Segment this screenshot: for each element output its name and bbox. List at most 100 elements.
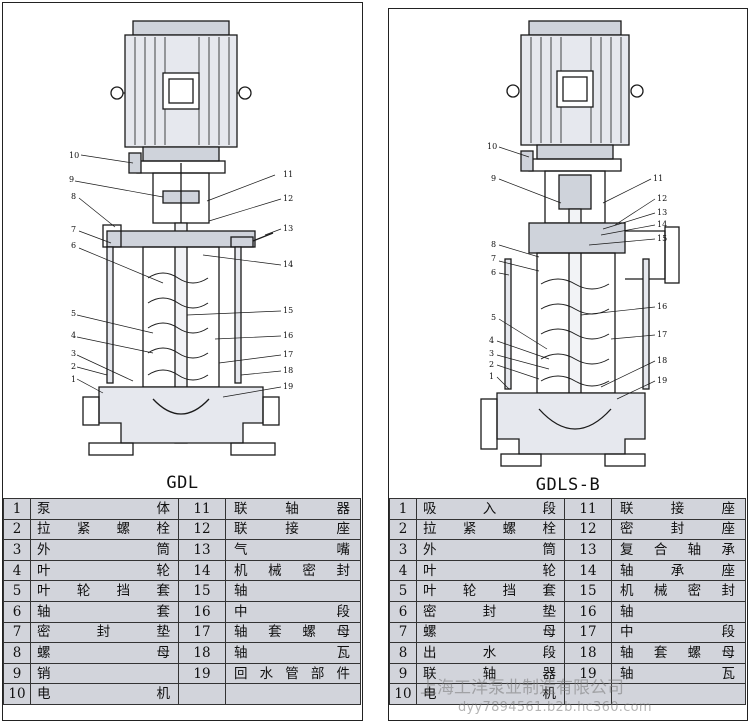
part-name: 销	[30, 662, 179, 685]
part-name: 螺母	[416, 621, 565, 644]
part-number: 12	[178, 518, 226, 541]
gdl-model-caption: GDL	[166, 473, 199, 493]
part-name: 轴套	[30, 600, 179, 623]
part-name: 复合轴承	[611, 539, 746, 561]
callout-label: 4	[71, 331, 76, 340]
part-name: 轴	[611, 600, 746, 623]
callout-label: 19	[283, 382, 293, 391]
callout-label: 8	[71, 192, 76, 201]
gdl-panel: 10 9 8 7 6 5 4 3 2 1 11 12 13 14 15 16 1…	[2, 2, 363, 721]
callout-label: 1	[71, 375, 76, 384]
callout-label: 12	[657, 194, 667, 203]
gdls-b-pump-drawing: 10 9 8 7 6 5 4 3 2 1 11 12 13 14 15 16 1…	[480, 20, 680, 467]
part-number: 2	[3, 518, 31, 541]
part-name	[611, 683, 746, 705]
callout-label: 5	[71, 309, 76, 318]
callout-label: 10	[487, 142, 497, 151]
part-number: 4	[389, 559, 417, 582]
callout-label: 8	[491, 240, 496, 249]
callout-label: 17	[657, 330, 667, 339]
part-number	[564, 683, 612, 705]
part-name: 轴套螺母	[611, 642, 746, 664]
part-name: 叶轮	[30, 559, 179, 582]
callout-label: 9	[491, 174, 496, 183]
callout-label: 17	[283, 350, 293, 359]
part-number: 3	[3, 539, 31, 561]
part-number: 14	[564, 559, 612, 582]
part-name: 密封垫	[416, 600, 565, 623]
callout-label: 12	[283, 194, 293, 203]
part-number: 16	[564, 600, 612, 623]
part-number: 11	[564, 498, 612, 520]
part-number: 8	[3, 642, 31, 664]
callout-label: 18	[657, 356, 667, 365]
callout-label: 18	[283, 366, 293, 375]
part-name: 泵体	[30, 498, 179, 520]
part-name	[225, 683, 361, 705]
part-number: 17	[564, 621, 612, 644]
part-number: 19	[564, 662, 612, 685]
part-number: 10	[3, 683, 31, 705]
gdl-callouts-left: 10 9 8 7 6 5 4 3 2 1	[69, 151, 79, 384]
part-name: 轴套螺母	[225, 621, 361, 644]
part-number: 13	[178, 539, 226, 561]
gdls-b-model-caption: GDLS-B	[535, 475, 601, 495]
part-number	[178, 683, 226, 705]
part-number: 12	[564, 518, 612, 541]
part-number: 2	[389, 518, 417, 541]
part-name: 联轴器	[225, 498, 361, 520]
part-number: 5	[389, 580, 417, 602]
callout-label: 6	[491, 268, 496, 277]
callout-label: 2	[489, 360, 494, 369]
gdls-b-callouts-left: 10 9 8 7 6 5 4 3 2 1	[487, 142, 497, 381]
part-number: 1	[389, 498, 417, 520]
part-number: 4	[3, 559, 31, 582]
part-number: 9	[3, 662, 31, 685]
part-name: 联接座	[225, 518, 361, 541]
part-name: 机械密封	[225, 559, 361, 582]
part-name: 外筒	[416, 539, 565, 561]
part-name: 中段	[225, 600, 361, 623]
part-number: 9	[389, 662, 417, 685]
gdl-callouts-right: 11 12 13 14 15 16 17 18 19	[283, 170, 293, 391]
callout-label: 19	[657, 376, 667, 385]
callout-label: 15	[657, 234, 667, 243]
callout-label: 15	[283, 306, 293, 315]
part-number: 17	[178, 621, 226, 644]
part-number: 7	[3, 621, 31, 644]
part-name: 螺母	[30, 642, 179, 664]
part-name: 外筒	[30, 539, 179, 561]
callout-label: 5	[491, 313, 496, 322]
part-name: 出水段	[416, 642, 565, 664]
part-name: 叶轮	[416, 559, 565, 582]
part-number: 1	[3, 498, 31, 520]
gdls-b-callouts-right: 11 12 13 14 15 16 17 18 19	[653, 174, 667, 385]
part-name: 密封座	[611, 518, 746, 541]
part-number: 13	[564, 539, 612, 561]
part-name: 电机	[30, 683, 179, 705]
part-name: 轴承座	[611, 559, 746, 582]
part-number: 5	[3, 580, 31, 602]
part-number: 6	[389, 600, 417, 623]
part-name: 叶轮挡套	[30, 580, 179, 602]
part-number: 19	[178, 662, 226, 685]
